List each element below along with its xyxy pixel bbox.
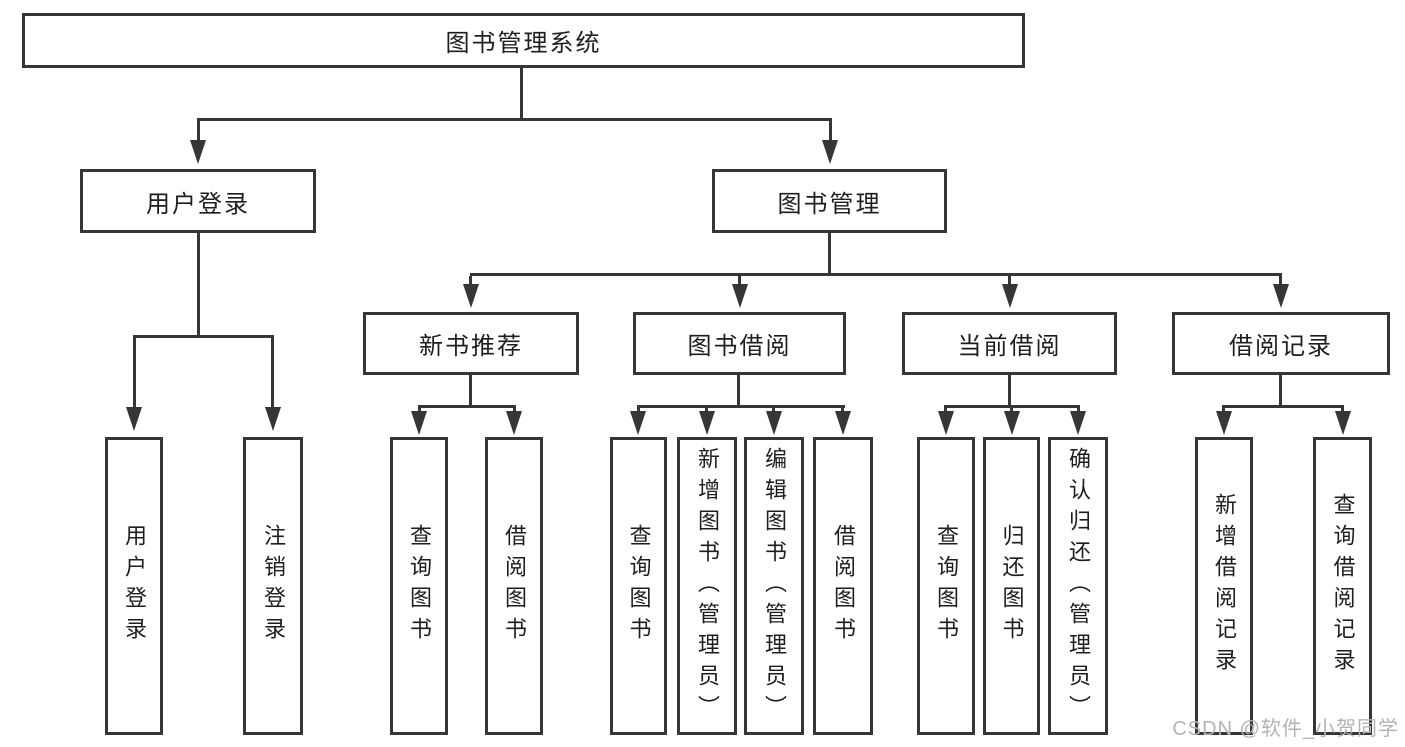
leaf-edit-books-admin: 编辑图书（管理员）	[744, 437, 804, 735]
node-new-book-recommendation-label: 新书推荐	[419, 333, 523, 360]
node-book-borrowing: 图书借阅	[633, 312, 846, 375]
connector-line	[737, 375, 740, 405]
connector-line	[1010, 408, 1013, 412]
leaf-return-books: 归还图书	[983, 437, 1040, 735]
node-borrowing-records-label: 借阅记录	[1229, 333, 1333, 360]
leaf-query-borrow-record-label: 查询借阅记录	[1330, 493, 1356, 679]
connector-line	[469, 375, 472, 405]
node-book-management: 图书管理	[712, 169, 947, 233]
node-borrowing-records: 借阅记录	[1172, 312, 1390, 375]
leaf-user-login-label: 用户登录	[122, 524, 147, 648]
leaf-query-books-recommend-label: 查询图书	[407, 524, 432, 648]
arrowhead-down-icon	[1273, 284, 1289, 308]
leaf-query-books-borrowing-label: 查询图书	[626, 524, 652, 648]
arrowhead-down-icon	[1002, 284, 1018, 308]
node-new-book-recommendation: 新书推荐	[363, 312, 579, 375]
connector-line	[1222, 405, 1344, 408]
connector-line	[133, 338, 136, 407]
connector-line	[1222, 408, 1225, 412]
connector-line	[418, 405, 516, 408]
arrowhead-down-icon	[1004, 411, 1020, 435]
leaf-query-books-current: 查询图书	[917, 437, 975, 735]
connector-line	[772, 408, 775, 412]
node-book-management-label: 图书管理	[777, 190, 882, 218]
arrowhead-down-icon	[265, 407, 281, 431]
connector-line	[1008, 276, 1011, 284]
connector-line	[133, 335, 274, 338]
arrowhead-down-icon	[732, 284, 748, 308]
node-user-login: 用户登录	[80, 169, 316, 233]
node-library-management-system: 图书管理系统	[22, 13, 1025, 68]
connector-line	[841, 408, 844, 412]
leaf-borrow-books-borrowing: 借阅图书	[813, 437, 873, 735]
node-user-login-label: 用户登录	[146, 190, 250, 218]
arrowhead-down-icon	[190, 140, 206, 164]
arrowhead-down-icon	[126, 407, 142, 431]
arrowhead-down-icon	[766, 411, 782, 435]
watermark: CSDN @软件_小贺同学	[1172, 718, 1399, 740]
connector-line	[829, 121, 832, 141]
leaf-add-books-admin: 新增图书（管理员）	[677, 437, 737, 735]
arrowhead-down-icon	[411, 411, 427, 435]
connector-line	[944, 408, 947, 412]
node-library-management-system-label: 图书管理系统	[445, 30, 602, 57]
leaf-borrow-books-borrowing-label: 借阅图书	[831, 524, 856, 648]
connector-line	[705, 408, 708, 412]
arrowhead-down-icon	[822, 140, 838, 164]
leaf-borrow-books-recommend: 借阅图书	[485, 437, 543, 735]
node-book-borrowing-label: 图书借阅	[687, 333, 792, 360]
connector-line	[520, 68, 523, 121]
arrowhead-down-icon	[463, 284, 479, 308]
connector-line	[418, 408, 421, 412]
leaf-add-borrow-record-label: 新增借阅记录	[1212, 493, 1237, 679]
arrowhead-down-icon	[1070, 411, 1086, 435]
connector-line	[513, 408, 516, 412]
leaf-return-books-label: 归还图书	[999, 524, 1025, 648]
leaf-logout-login-label: 注销登录	[261, 524, 286, 648]
leaf-query-books-recommend: 查询图书	[390, 437, 448, 735]
connector-line	[197, 121, 200, 141]
arrowhead-down-icon	[506, 411, 522, 435]
connector-line	[637, 405, 845, 408]
connector-line	[637, 408, 640, 412]
connector-line	[469, 276, 472, 284]
leaf-confirm-return-admin-label: 确认归还（管理员）	[1066, 446, 1091, 726]
connector-line	[197, 233, 200, 335]
leaf-query-books-borrowing: 查询图书	[610, 437, 667, 735]
leaf-logout-login: 注销登录	[243, 437, 303, 735]
leaf-edit-books-admin-label: 编辑图书（管理员）	[762, 446, 787, 726]
arrowhead-down-icon	[630, 411, 646, 435]
leaf-confirm-return-admin: 确认归还（管理员）	[1048, 437, 1108, 735]
connector-line	[828, 233, 831, 273]
leaf-query-books-current-label: 查询图书	[934, 524, 959, 648]
connector-line	[1077, 408, 1080, 412]
connector-line	[1279, 375, 1282, 405]
arrowhead-down-icon	[938, 411, 954, 435]
connector-line	[738, 276, 741, 284]
connector-line	[1341, 408, 1344, 412]
node-current-borrowing-label: 当前借阅	[957, 333, 1062, 360]
arrowhead-down-icon	[835, 411, 851, 435]
leaf-user-login: 用户登录	[105, 437, 163, 735]
leaf-add-books-admin-label: 新增图书（管理员）	[695, 446, 720, 726]
connector-line	[470, 273, 1282, 276]
arrowhead-down-icon	[1216, 411, 1232, 435]
leaf-borrow-books-recommend-label: 借阅图书	[502, 524, 527, 648]
connector-line	[944, 405, 1080, 408]
leaf-add-borrow-record: 新增借阅记录	[1195, 437, 1253, 735]
arrowhead-down-icon	[699, 411, 715, 435]
node-current-borrowing: 当前借阅	[902, 312, 1117, 375]
leaf-query-borrow-record: 查询借阅记录	[1313, 437, 1372, 735]
connector-line	[271, 338, 274, 407]
connector-line	[1008, 375, 1011, 405]
arrowhead-down-icon	[1335, 411, 1351, 435]
connector-line	[1279, 276, 1282, 284]
connector-line	[197, 118, 832, 121]
